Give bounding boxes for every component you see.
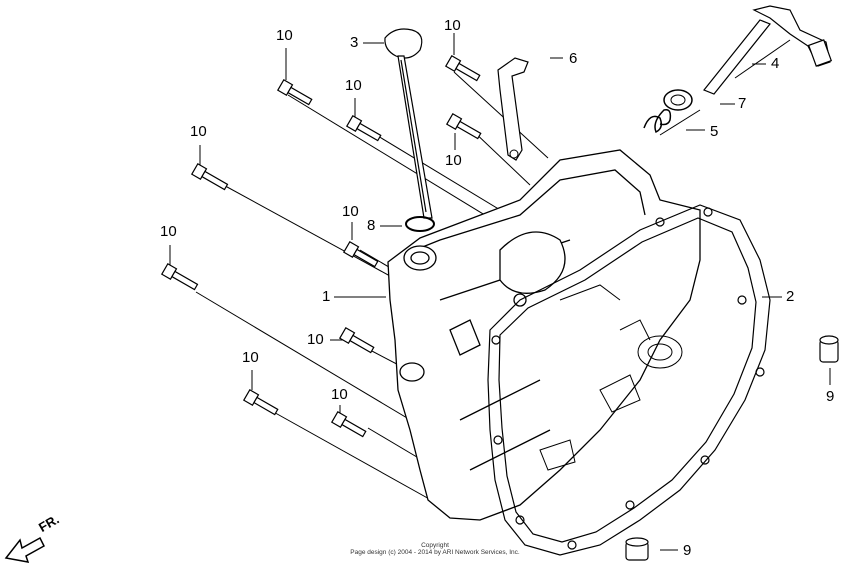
- case-inner-details: [539, 284, 683, 471]
- copyright-line-1: Copyright: [421, 542, 449, 549]
- callout-6: 6: [569, 50, 578, 67]
- crankcase-cover-1: [387, 149, 701, 521]
- spring-5: [643, 108, 672, 134]
- o-ring-8: [405, 216, 435, 232]
- callout-10-c: 10: [444, 17, 461, 34]
- callout-3: 3: [350, 34, 359, 51]
- callout-10-d: 10: [445, 152, 462, 169]
- leader-lines: [169, 33, 831, 551]
- callout-10-a: 10: [276, 27, 293, 44]
- dowel-pin-9: [625, 335, 839, 561]
- callout-4: 4: [771, 55, 780, 72]
- bolt-10: [160, 54, 482, 438]
- oil-seal-7: [663, 89, 693, 111]
- callout-8: 8: [367, 217, 376, 234]
- gasket-2: [487, 204, 771, 556]
- bracket-6: [497, 57, 529, 161]
- callout-10-e: 10: [190, 123, 207, 140]
- callout-10-f: 10: [342, 203, 359, 220]
- callout-9-right: 9: [826, 388, 835, 405]
- callout-5: 5: [710, 123, 719, 140]
- shaft-4: [703, 5, 833, 95]
- callout-2: 2: [786, 288, 795, 305]
- callout-9-bottom: 9: [683, 542, 692, 559]
- copyright-line-2: Page design (c) 2004 - 2014 by ARI Netwo…: [350, 549, 520, 557]
- callout-10-i: 10: [242, 349, 259, 366]
- callout-10-b: 10: [345, 77, 362, 94]
- front-direction-arrow-icon: [4, 536, 45, 563]
- callout-1: 1: [322, 288, 331, 305]
- callout-10-g: 10: [160, 223, 177, 240]
- copyright-notice: Copyright Page design (c) 2004 - 2014 by…: [330, 542, 540, 557]
- callout-10-j: 10: [331, 386, 348, 403]
- callout-7: 7: [738, 95, 747, 112]
- oil-dipstick-3: [384, 28, 433, 219]
- callout-10-h: 10: [307, 331, 324, 348]
